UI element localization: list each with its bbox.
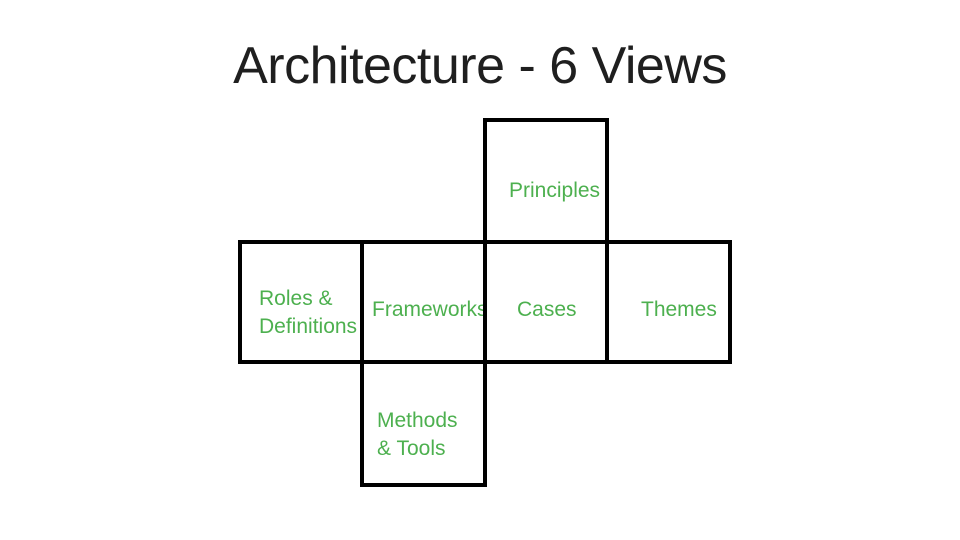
box-roles-definitions-line1: Roles & (259, 287, 333, 310)
box-frameworks: Frameworks (360, 240, 488, 364)
box-frameworks-label: Frameworks (372, 298, 488, 321)
box-themes: Themes (605, 240, 732, 364)
box-methods-tools-label: Methods & Tools (377, 407, 458, 463)
box-roles-definitions-line2: Definitions (259, 315, 358, 338)
box-roles-definitions: Roles & Definitions (238, 240, 364, 364)
slide-title: Architecture - 6 Views (233, 37, 727, 95)
box-cases-label: Cases (517, 298, 577, 321)
box-roles-definitions-label: Roles & Definitions (259, 285, 357, 341)
box-methods-tools-line1: Methods (377, 409, 458, 432)
box-methods-tools-line2: & Tools (377, 437, 446, 460)
box-cases: Cases (483, 240, 609, 364)
box-principles: Principles (483, 118, 609, 244)
box-principles-label: Principles (509, 179, 601, 202)
box-methods-tools: Methods & Tools (360, 360, 487, 487)
box-themes-label: Themes (641, 298, 717, 321)
